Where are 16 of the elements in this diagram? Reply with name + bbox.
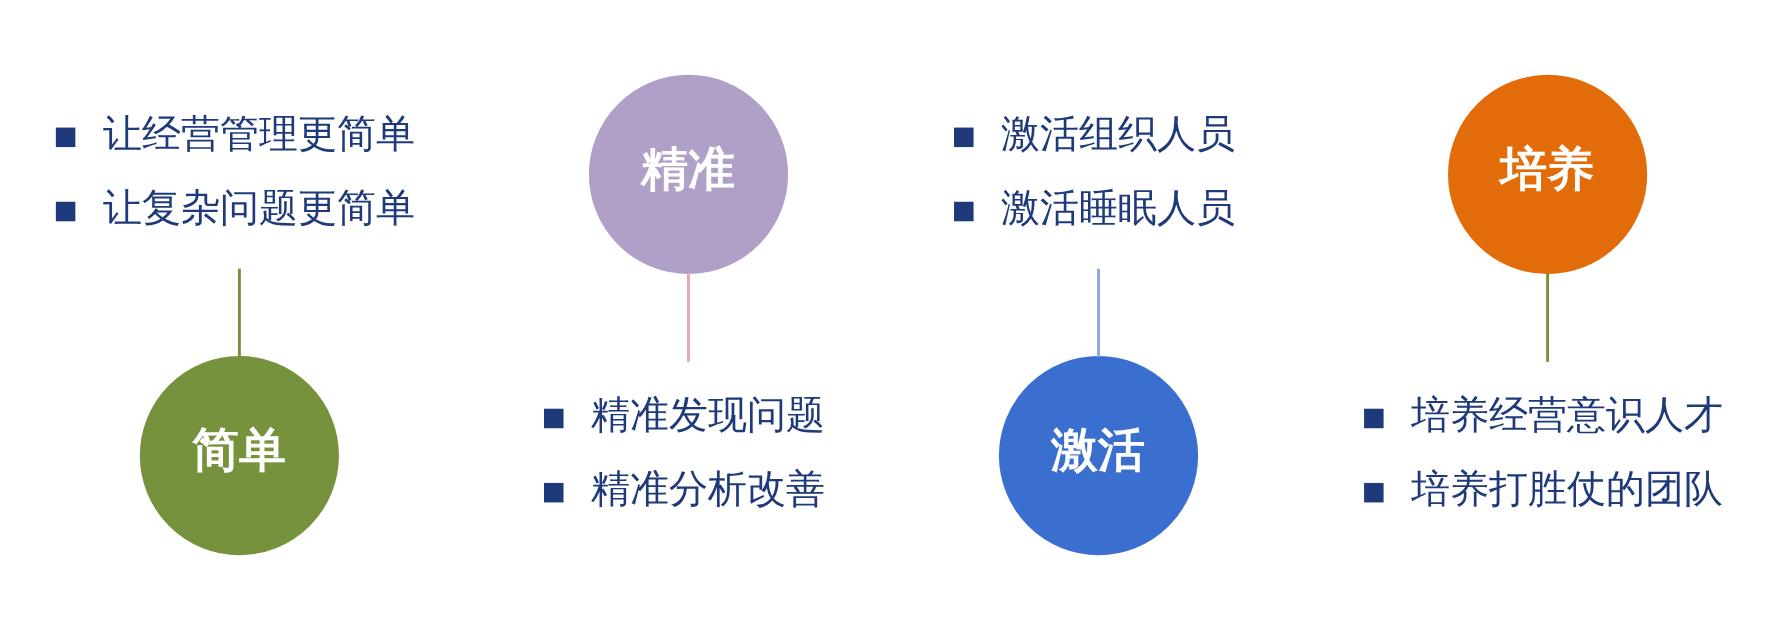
node-circle: 培养 [1448,74,1648,274]
node-label: 激活睡眠人员 [1000,185,1235,231]
node-circle: 精准 [588,74,789,274]
node-label: 培养经营意识人才 [1410,392,1723,438]
node-label: 培养打胜仗的团队 [1410,466,1723,512]
node-label: 激活组织人员 [1000,111,1235,157]
node-label: 精准分析改善 [590,466,825,512]
connector [1097,268,1100,357]
connector [1546,273,1550,362]
node-circle: 激活 [998,356,1199,556]
node-label: 让经营管理更简单 [102,111,415,157]
node-label: 让复杂问题更简单 [102,185,415,231]
node-label: 精准发现问题 [590,392,825,438]
connector [687,273,690,362]
connector [237,268,241,357]
node-circle: 简单 [139,356,339,556]
